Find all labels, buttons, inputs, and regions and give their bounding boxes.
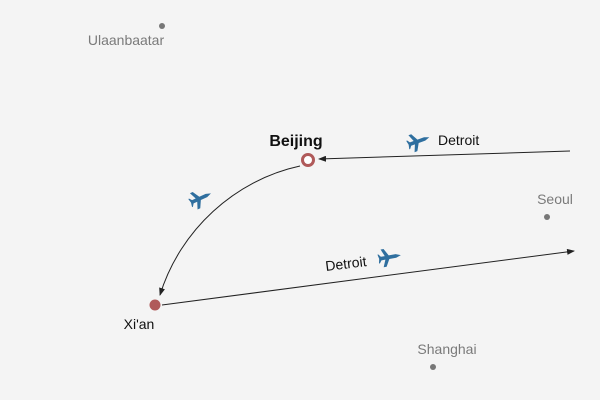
route-line-beijing-to-xian: [159, 165, 301, 296]
city-label-ulaanbaatar: Ulaanbaatar: [88, 32, 165, 48]
city-label-seoul: Seoul: [537, 191, 573, 207]
city-labels: Ulaanbaatar Beijing Seoul Xi'an Shanghai: [88, 32, 573, 357]
city-label-beijing: Beijing: [269, 133, 322, 150]
route-line-incoming: [318, 150, 571, 162]
city-label-shanghai: Shanghai: [417, 341, 476, 357]
airplane-icon: [186, 185, 215, 212]
route-annotations: Detroit Detroit: [186, 128, 479, 274]
city-marker-shanghai: [430, 364, 436, 370]
city-marker-xian: [149, 299, 161, 311]
city-marker-ulaanbaatar: [159, 23, 165, 29]
airplane-icon: [376, 246, 403, 268]
route-label-outgoing: Detroit: [324, 253, 367, 274]
airplane-icon: [404, 128, 433, 154]
city-label-xian: Xi'an: [124, 316, 155, 332]
routes-layer: [159, 150, 575, 306]
route-line-outgoing: [161, 248, 575, 306]
city-marker-seoul: [544, 214, 550, 220]
route-label-incoming: Detroit: [438, 132, 479, 148]
city-markers: [149, 23, 550, 370]
city-marker-beijing: [301, 153, 315, 167]
